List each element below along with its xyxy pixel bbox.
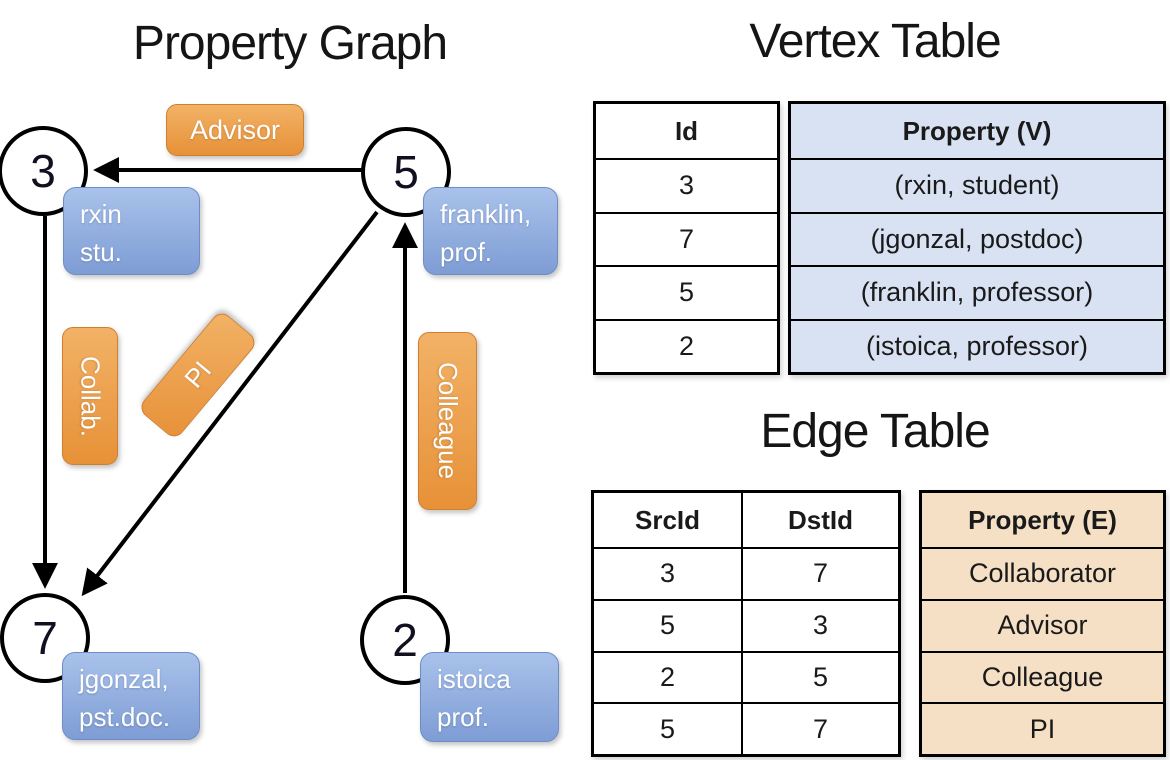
- table-cell: (rxin, student): [791, 158, 1163, 212]
- vertex-prop-line: rxin: [80, 199, 122, 229]
- edge-table-dstid-header: DstId: [788, 504, 853, 535]
- edge-label-advisor: Advisor: [166, 104, 304, 156]
- table-cell: Advisor: [922, 598, 1163, 651]
- vertex-properties-5: franklin, prof.: [423, 187, 558, 275]
- vertex-prop-line: jgonzal,: [79, 664, 169, 694]
- vertex-id: 5: [393, 146, 419, 198]
- edge-table-property-column: Property (E) Collaborator Advisor Collea…: [919, 490, 1166, 757]
- table-cell: (jgonzal, postdoc): [791, 211, 1163, 266]
- table-cell: 7: [596, 211, 777, 266]
- vertex-id: 3: [30, 145, 56, 197]
- vertex-table-property-column: Property (V) (rxin, student) (jgonzal, p…: [788, 101, 1166, 375]
- table-cell: 5: [596, 265, 777, 319]
- table-cell: 5: [594, 702, 743, 754]
- graph-edges-svg: [32, 157, 418, 597]
- table-cell: 2: [594, 650, 743, 703]
- edge-table-srcid-header: SrcId: [594, 493, 743, 547]
- table-cell: 5: [594, 598, 743, 651]
- table-cell: 3: [743, 598, 898, 651]
- vertex-prop-line: prof.: [440, 237, 493, 267]
- vertex-circle-2: 2: [360, 595, 450, 685]
- vertex-prop-line: franklin,: [440, 199, 532, 229]
- table-cell: 3: [596, 158, 777, 212]
- vertex-table-title: Vertex Table: [749, 15, 1001, 68]
- vertex-table-id-column: Id 3 7 5 2: [593, 101, 780, 375]
- table-cell: (franklin, professor): [791, 265, 1163, 319]
- vertex-id: 7: [32, 612, 58, 664]
- edge-label-collab: Collab.: [62, 327, 118, 465]
- vertex-table-id-header: Id: [674, 115, 699, 146]
- table-cell: PI: [922, 702, 1163, 754]
- vertex-table-property-header: Property (V): [902, 115, 1052, 146]
- table-cell: Colleague: [922, 650, 1163, 703]
- edge-table-title: Edge Table: [760, 405, 990, 458]
- vertex-properties-2: istoica prof.: [420, 652, 559, 742]
- edge-pi-arrow: [81, 210, 379, 597]
- table-cell: (istoica, professor): [791, 318, 1163, 373]
- vertex-circle-5: 5: [361, 127, 451, 217]
- edge-label-colleague: Colleague: [418, 332, 477, 510]
- table-cell: 2: [596, 318, 777, 373]
- vertex-properties-3: rxin stu.: [63, 187, 200, 275]
- table-cell: 7: [743, 702, 898, 754]
- property-graph-title: Property Graph: [132, 17, 448, 70]
- vertex-prop-line: prof.: [437, 702, 490, 732]
- edge-table-property-header: Property (E): [968, 504, 1117, 535]
- vertex-id: 2: [392, 614, 418, 666]
- table-cell: 3: [594, 547, 743, 599]
- table-cell: 5: [743, 650, 898, 703]
- vertex-prop-line: istoica: [437, 664, 511, 694]
- table-cell: Collaborator: [922, 547, 1163, 599]
- vertex-prop-line: pst.doc.: [79, 702, 171, 732]
- vertex-properties-7: jgonzal, pst.doc.: [62, 652, 200, 740]
- vertex-prop-line: stu.: [80, 237, 122, 267]
- edge-table-src-dst-columns: SrcId DstId 3 7 5 3 2 5 5 7: [591, 490, 901, 757]
- table-cell: 7: [743, 547, 898, 599]
